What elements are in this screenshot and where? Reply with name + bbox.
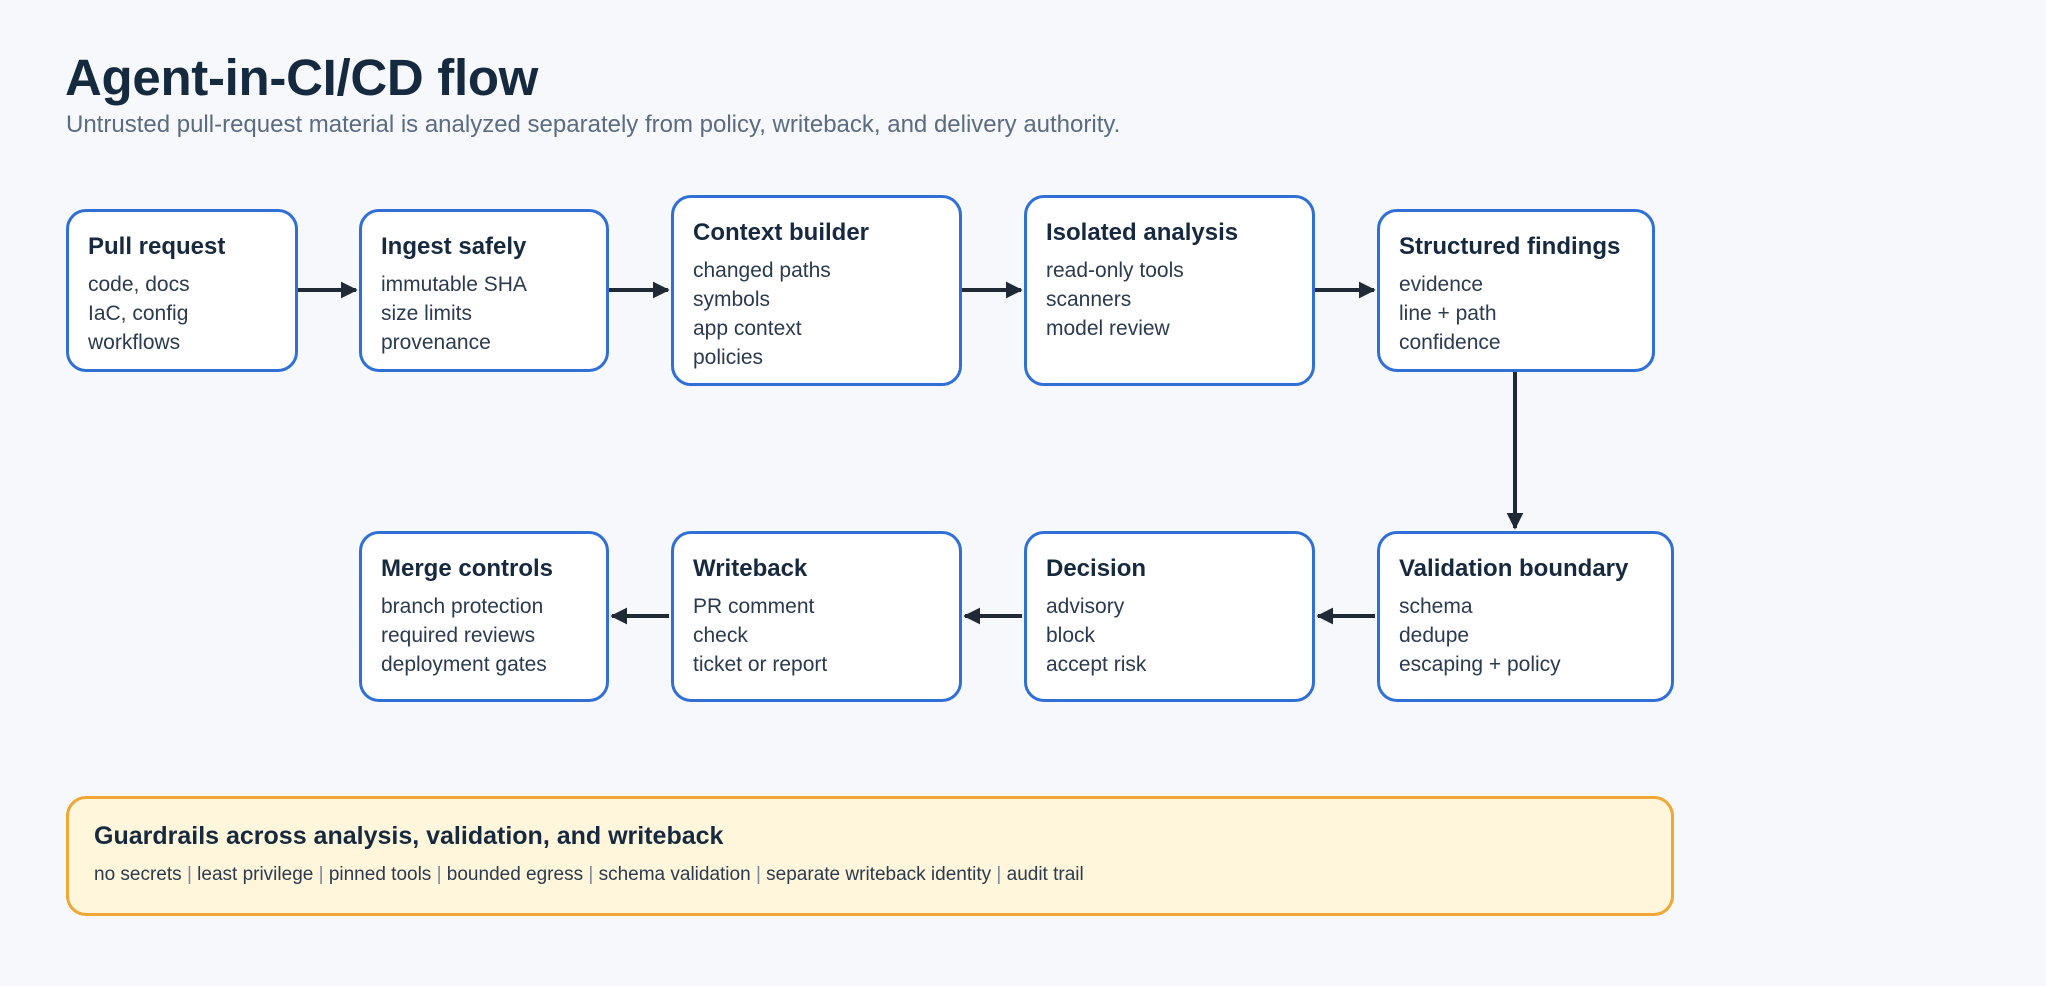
node-title: Isolated analysis (1046, 219, 1239, 246)
node-detail: dedupe (1399, 624, 1470, 647)
node-detail: scanners (1046, 288, 1132, 311)
node-writeback: Writeback PR comment check ticket or rep… (671, 531, 962, 702)
node-detail: PR comment (693, 595, 815, 618)
node-detail: size limits (381, 302, 473, 325)
guardrails-list: no secrets | least privilege | pinned to… (94, 863, 1671, 887)
node-detail: model review (1046, 317, 1170, 340)
node-title: Context builder (693, 219, 870, 246)
node-detail: policies (693, 346, 764, 369)
guardrail-item: no secrets (94, 864, 182, 885)
node-pull-request: Pull request code, docs IaC, config work… (66, 209, 298, 372)
guardrail-separator: | (996, 864, 1002, 885)
guardrails-panel: Guardrails across analysis, validation, … (66, 796, 1674, 916)
node-decision: Decision advisory block accept risk (1024, 531, 1315, 702)
node-title: Validation boundary (1399, 555, 1629, 582)
diagram-subtitle: Untrusted pull-request material is analy… (66, 111, 1121, 138)
guardrails-title: Guardrails across analysis, validation, … (94, 822, 724, 850)
node-detail: evidence (1399, 273, 1484, 296)
guardrail-item: least privilege (197, 864, 314, 885)
node-detail: workflows (88, 331, 181, 354)
node-detail: check (693, 624, 748, 647)
node-title: Merge controls (381, 555, 554, 582)
node-ingest-safely: Ingest safely immutable SHA size limits … (359, 209, 609, 372)
guardrail-item: pinned tools (328, 864, 432, 885)
guardrail-item: separate writeback identity (766, 864, 992, 885)
guardrail-separator: | (318, 864, 324, 885)
node-detail: read-only tools (1046, 259, 1184, 282)
node-detail: app context (693, 317, 802, 340)
guardrail-item: bounded egress (446, 864, 584, 885)
node-detail: accept risk (1046, 653, 1147, 676)
node-title: Structured findings (1399, 233, 1621, 260)
node-detail: immutable SHA (381, 273, 527, 296)
node-title: Writeback (693, 555, 808, 582)
node-detail: branch protection (381, 595, 544, 618)
node-detail: line + path (1399, 302, 1497, 325)
node-context-builder: Context builder changed paths symbols ap… (671, 195, 962, 386)
guardrail-separator: | (755, 864, 761, 885)
node-merge-controls: Merge controls branch protection require… (359, 531, 609, 702)
node-detail: changed paths (693, 259, 831, 282)
node-detail: code, docs (88, 273, 190, 296)
node-detail: ticket or report (693, 653, 828, 676)
node-detail: symbols (693, 288, 771, 311)
node-detail: schema (1399, 595, 1473, 618)
guardrail-separator: | (186, 864, 192, 885)
node-detail: provenance (381, 331, 491, 354)
node-detail: block (1046, 624, 1096, 647)
guardrail-item: schema validation (598, 864, 751, 885)
node-structured-findings: Structured findings evidence line + path… (1377, 209, 1655, 372)
guardrail-item: audit trail (1006, 864, 1084, 885)
node-detail: escaping + policy (1399, 653, 1561, 676)
diagram-title: Agent-in-CI/CD flow (65, 49, 539, 106)
node-title: Ingest safely (381, 233, 527, 260)
node-title: Pull request (88, 233, 226, 260)
guardrail-separator: | (588, 864, 594, 885)
node-title: Decision (1046, 555, 1147, 582)
node-detail: IaC, config (88, 302, 189, 325)
node-isolated-analysis: Isolated analysis read-only tools scanne… (1024, 195, 1315, 386)
node-detail: required reviews (381, 624, 536, 647)
node-detail: confidence (1399, 331, 1501, 354)
node-detail: deployment gates (381, 653, 547, 676)
node-detail: advisory (1046, 595, 1125, 618)
node-validation-boundary: Validation boundary schema dedupe escapi… (1377, 531, 1674, 702)
guardrail-separator: | (436, 864, 442, 885)
